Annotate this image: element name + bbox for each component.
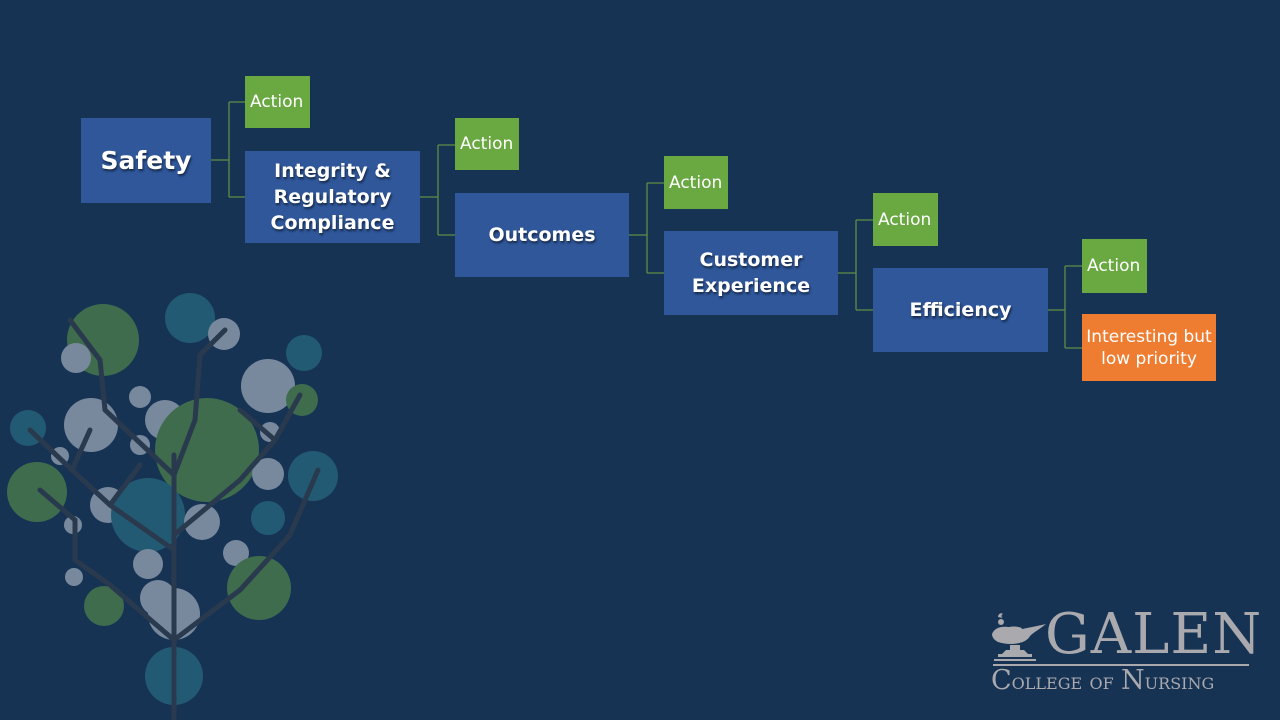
circle-tree-illustration xyxy=(7,293,338,720)
node-customer-experience-label: Customer Experience xyxy=(691,249,811,297)
node-integrity-action-label: Action xyxy=(460,134,514,154)
node-integrity-action: Action xyxy=(455,118,519,170)
node-low-priority-label: Interesting but low priority xyxy=(1086,326,1212,369)
node-safety-action-label: Action xyxy=(250,92,304,112)
node-low-priority: Interesting but low priority xyxy=(1082,314,1216,381)
node-efficiency-action: Action xyxy=(1082,239,1147,293)
node-efficiency-label: Efficiency xyxy=(909,299,1012,321)
node-customer-action: Action xyxy=(873,193,938,246)
logo-wordmark: GALEN xyxy=(1045,602,1263,667)
logo-subtitle: College of Nursing xyxy=(991,665,1215,696)
oil-lamp-icon xyxy=(992,613,1046,661)
node-integrity: Integrity & Regulatory Compliance xyxy=(245,151,420,243)
node-outcomes-label: Outcomes xyxy=(488,224,596,246)
node-efficiency: Efficiency xyxy=(873,268,1048,352)
node-safety: Safety xyxy=(81,118,211,203)
node-safety-label: Safety xyxy=(100,146,192,175)
node-outcomes-action-label: Action xyxy=(669,172,723,193)
node-customer-experience: Customer Experience xyxy=(664,231,838,315)
node-integrity-label: Integrity & Regulatory Compliance xyxy=(270,160,395,234)
node-outcomes: Outcomes xyxy=(455,193,629,277)
node-efficiency-action-label: Action xyxy=(1087,256,1141,276)
node-safety-action: Action xyxy=(245,76,310,128)
logo-divider xyxy=(993,664,1249,666)
node-outcomes-action: Action xyxy=(664,156,728,209)
node-customer-action-label: Action xyxy=(878,209,932,230)
